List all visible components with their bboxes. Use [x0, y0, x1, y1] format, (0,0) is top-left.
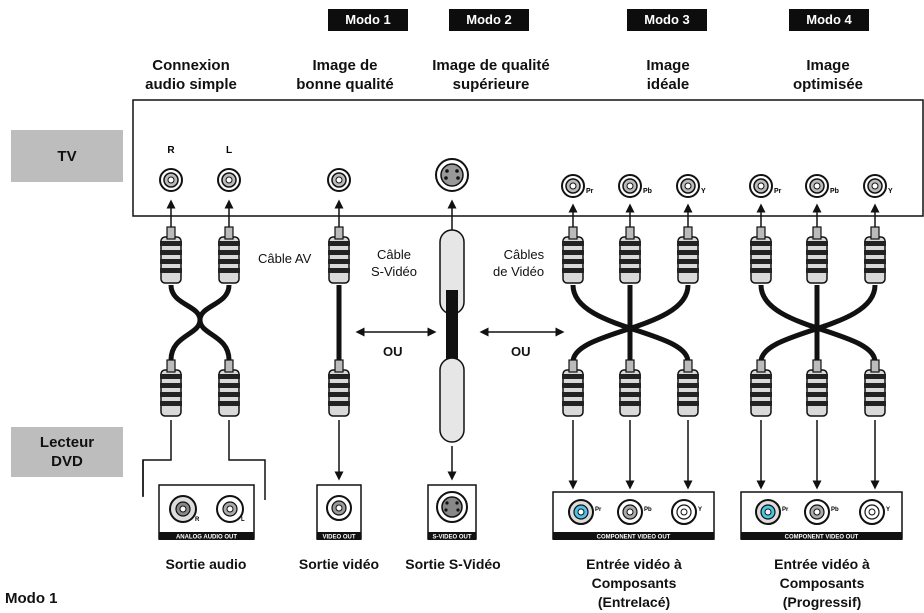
- dvd-label: Lecteur DVD: [11, 427, 123, 477]
- tv-jack-label-y-2: Y: [888, 188, 893, 195]
- dvd-panel-video-out: [316, 484, 362, 540]
- dvd-comp2-label-y: Y: [886, 507, 890, 513]
- component-cables-1: [570, 284, 691, 363]
- tv-jack-pr-1: [561, 174, 585, 198]
- dvd-comp2-label-pb: Pb: [831, 507, 839, 513]
- tv-jack-label-pb-2: Pb: [830, 188, 839, 195]
- mode-badge-3: Modo 3: [627, 9, 707, 31]
- tv-jack-label-y-1: Y: [701, 188, 706, 195]
- tv-jack-label-pb-1: Pb: [643, 188, 652, 195]
- dvd-panel-component-1-tag: COMPONENT VIDEO OUT: [597, 535, 671, 541]
- tv-panel: [132, 99, 924, 217]
- dvd-panel-video-out-tag: VIDEO OUT: [322, 535, 355, 541]
- tv-jack-audio-r: [159, 168, 183, 192]
- dvd-panel-svideo-out: [427, 484, 477, 540]
- title-audio: Connexion audio simple: [145, 57, 237, 93]
- component-cables-2: [758, 284, 878, 363]
- dvd-jack-label-r: R: [195, 517, 200, 523]
- mode-badge-1: Modo 1: [328, 9, 408, 31]
- mode-badge-4: Modo 4: [789, 9, 869, 31]
- tv-jack-label-r: R: [167, 145, 175, 156]
- tv-jack-audio-l: [217, 168, 241, 192]
- tv-jack-svideo: [435, 158, 469, 192]
- cable-label-av: Câble AV: [258, 251, 312, 266]
- label-sortie-svideo: Sortie S-Vidéo: [405, 556, 501, 572]
- cable-label-svideo: Câble S-Vidéo: [371, 247, 418, 279]
- dvd-comp2-label-pr: Pr: [782, 507, 789, 513]
- tv-jack-label-l: L: [226, 145, 232, 156]
- title-mode2: Image de qualité supérieure: [432, 57, 550, 93]
- label-sortie-video: Sortie vidéo: [298, 556, 380, 572]
- mode-badge-2: Modo 2: [449, 9, 529, 31]
- dvd-panel-component-2: [740, 491, 903, 540]
- tv-jack-video: [327, 168, 351, 192]
- dvd-panel-analog-audio: [158, 484, 255, 540]
- tv-jack-label-pr-2: Pr: [774, 188, 782, 195]
- title-mode3: Image idéale: [646, 57, 690, 93]
- label-sortie-audio: Sortie audio: [165, 556, 247, 572]
- dvd-panel-analog-audio-tag: ANALOG AUDIO OUT: [176, 535, 237, 541]
- dvd-comp1-label-y: Y: [698, 507, 702, 513]
- dvd-comp1-label-pb: Pb: [644, 507, 652, 513]
- label-component-progressive: Entrée vidéo à Composants (Progressif): [774, 556, 870, 610]
- dvd-panel-svideo-out-tag: S-VIDEO OUT: [432, 535, 471, 541]
- title-mode1: Image de bonne qualité: [296, 57, 394, 93]
- audio-cables: [168, 284, 232, 361]
- title-mode4: Image optimisée: [792, 57, 864, 93]
- dvd-jack-label-l: L: [241, 517, 245, 523]
- tv-jack-y-2: [863, 174, 887, 198]
- cable-label-video: Câbles de Vidéo: [493, 247, 545, 279]
- tv-jack-label-pr-1: Pr: [586, 188, 594, 195]
- tv-jack-y-1: [676, 174, 700, 198]
- dvd-comp1-label-pr: Pr: [595, 507, 602, 513]
- tv-jack-pb-2: [805, 174, 829, 198]
- tv-jack-pb-1: [618, 174, 642, 198]
- dvd-panel-component-2-tag: COMPONENT VIDEO OUT: [785, 535, 859, 541]
- label-component-interlaced: Entrée vidéo à Composants (Entrelacé): [586, 556, 682, 610]
- footer-mode-label: Modo 1: [5, 590, 58, 607]
- svideo-cable: [439, 229, 465, 443]
- tv-jack-pr-2: [749, 174, 773, 198]
- tv-label: TV: [11, 130, 123, 182]
- or-label-1: OU: [383, 344, 403, 359]
- dvd-panel-component-1: [552, 491, 715, 540]
- or-label-2: OU: [511, 344, 531, 359]
